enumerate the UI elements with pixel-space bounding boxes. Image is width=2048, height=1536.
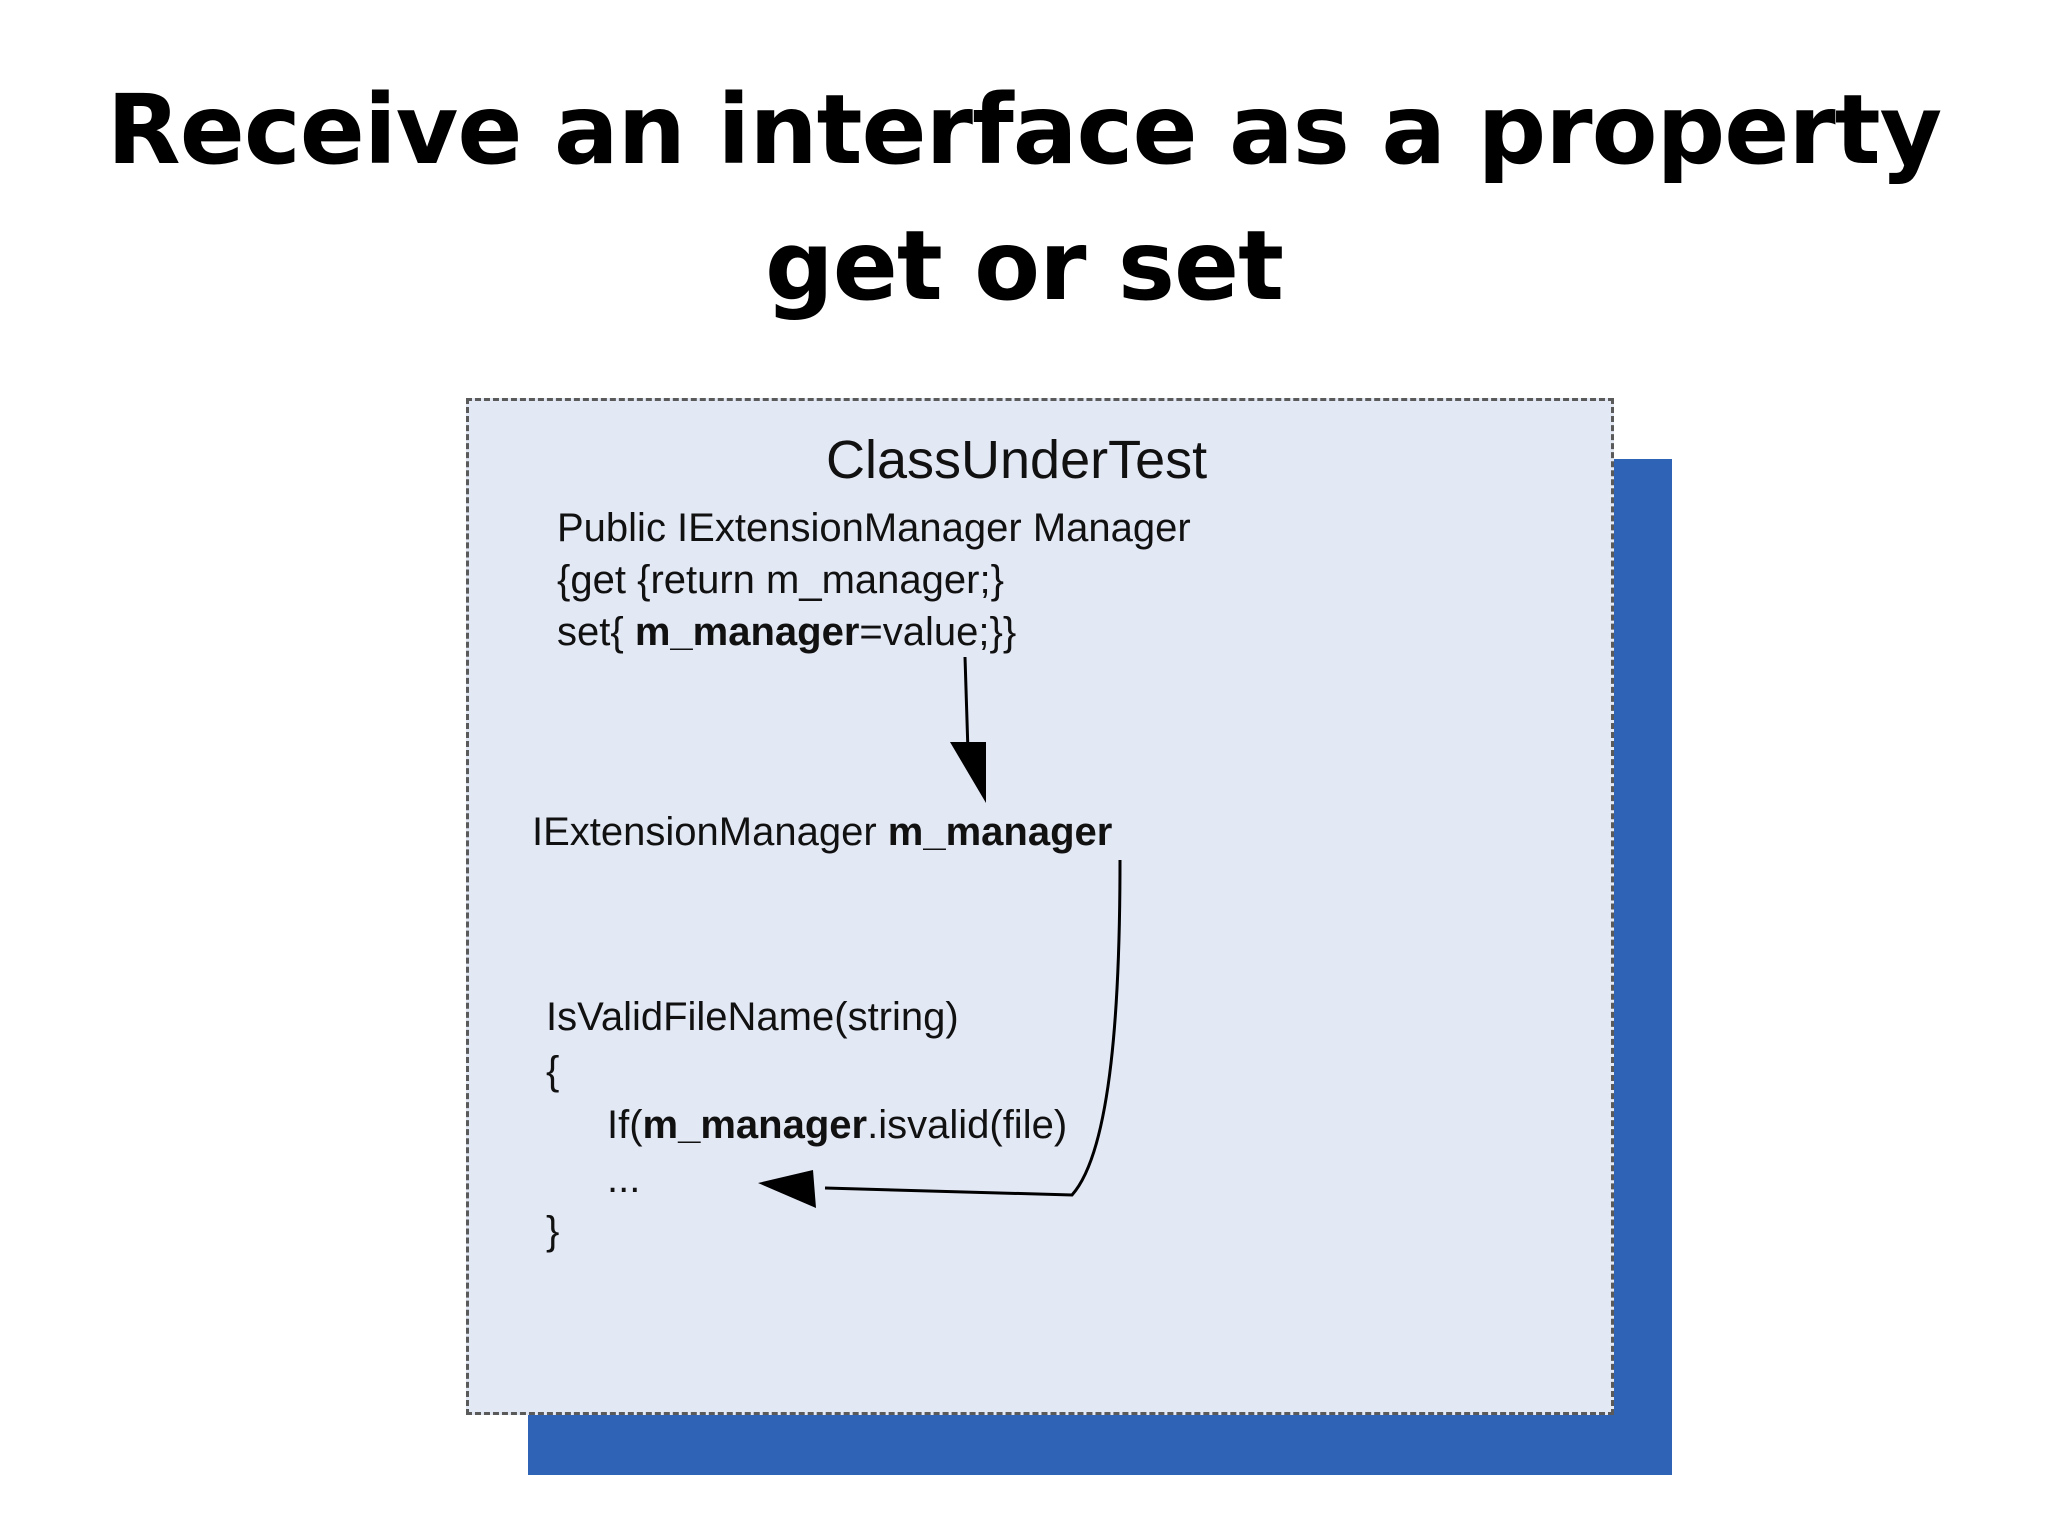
- slide-title-line-2: get or set: [765, 210, 1284, 322]
- method-signature: IsValidFileName(string): [546, 995, 959, 1039]
- property-line-3-suffix: =value;}}: [859, 610, 1017, 654]
- slide-title-line-1: Receive an interface as a property: [106, 74, 1942, 186]
- property-line-3-prefix: set{: [557, 610, 635, 654]
- property-line-2: {get {return m_manager;}: [557, 558, 1004, 602]
- method-open-brace: {: [546, 1049, 560, 1093]
- field-name: m_manager: [887, 810, 1113, 854]
- field-type: IExtensionManager: [532, 810, 888, 854]
- method-ellipsis: ...: [607, 1157, 641, 1201]
- class-name-label: ClassUnderTest: [826, 430, 1208, 490]
- property-line-3: set{ m_manager=value;}}: [557, 606, 1016, 658]
- method-if-prefix: If(: [607, 1103, 643, 1147]
- method-close-brace: }: [546, 1209, 560, 1253]
- method-field-ref: m_manager: [642, 1103, 868, 1147]
- field-declaration: IExtensionManager m_manager: [532, 806, 1112, 858]
- property-field-ref: m_manager: [634, 610, 860, 654]
- method-if-line: If(m_manager.isvalid(file): [607, 1099, 1067, 1151]
- slide-title: Receive an interface as a property get o…: [0, 62, 2048, 334]
- property-line-1: Public IExtensionManager Manager: [557, 506, 1191, 550]
- method-if-suffix: .isvalid(file): [867, 1103, 1068, 1147]
